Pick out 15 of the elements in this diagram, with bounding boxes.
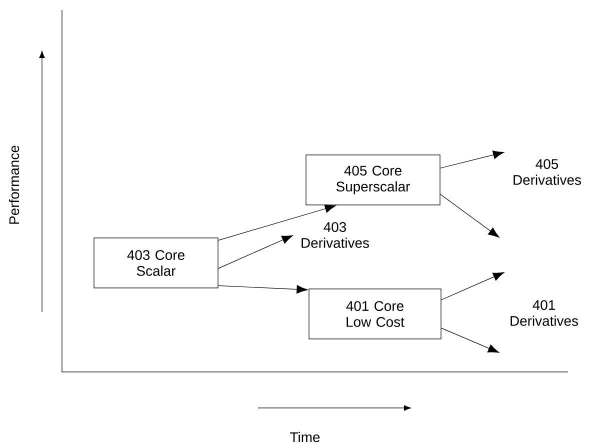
- axis-label: Performance: [8, 146, 20, 224]
- process-box: 403 Core Scalar: [94, 238, 218, 288]
- arrow: [440, 194, 500, 238]
- derivatives-text: 405 Derivatives: [514, 159, 581, 185]
- arrow: [441, 272, 504, 300]
- derivatives-text: 401 Derivatives: [510, 300, 578, 326]
- axis-label: Time: [290, 432, 320, 442]
- arrow: [441, 328, 500, 353]
- process-box: 405 Core Superscalar: [306, 154, 440, 206]
- arrow: [218, 235, 293, 269]
- arrow: [218, 285, 308, 294]
- arrow: [440, 150, 504, 168]
- derivatives-text: 403 Derivatives: [302, 222, 369, 248]
- process-box: 401 Core Low Cost: [308, 288, 442, 340]
- arrow: [218, 204, 336, 241]
